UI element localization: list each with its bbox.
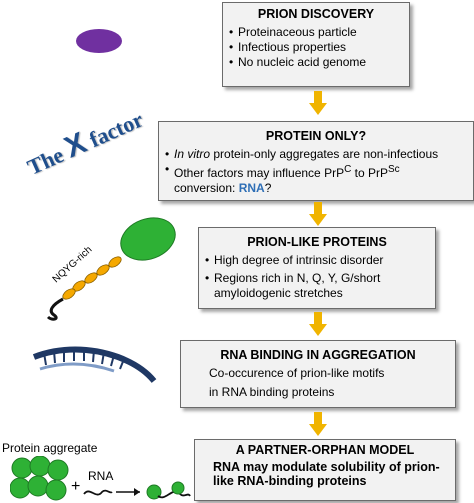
item2-end: ? xyxy=(264,181,272,195)
protein-aggregate-icon xyxy=(10,456,69,501)
prion-like-item: Regions rich in N, Q, Y, G/short amyloid… xyxy=(205,271,429,301)
prp-sc-sup: Sc xyxy=(388,164,400,175)
arrow-down-icon xyxy=(309,202,327,226)
partner-orphan-title: A PARTNER-ORPHAN MODEL xyxy=(235,443,415,457)
rna-binding-line: in RNA binding proteins xyxy=(209,385,335,399)
arrow-down-icon xyxy=(309,412,327,436)
in-vitro-text: In vitro xyxy=(174,147,211,161)
arrow-down-icon xyxy=(309,91,327,115)
item2-a: Other factors may influence PrP xyxy=(174,166,345,180)
protein-only-item: In vitro protein-only aggregates are non… xyxy=(165,147,467,162)
discovery-item: Infectious properties xyxy=(229,40,403,55)
x-factor-label: The X factor xyxy=(21,101,148,182)
prion-discovery-box: PRION DISCOVERY Proteinaceous particle I… xyxy=(222,2,410,87)
discovery-item: No nucleic acid genome xyxy=(229,55,403,70)
x-factor-post: factor xyxy=(80,106,147,155)
rna-binding-title: RNA BINDING IN AGGREGATION xyxy=(220,348,416,362)
item2-b: to PrP xyxy=(351,166,388,180)
item2-c: conversion: xyxy=(174,181,239,195)
prp-c-sup: C xyxy=(344,164,352,175)
plus-sign: + xyxy=(71,478,81,495)
partner-orphan-box: A PARTNER-ORPHAN MODEL RNA may modulate … xyxy=(194,439,456,501)
protein-only-item: Other factors may influence PrPC to PrPS… xyxy=(165,162,467,196)
rna-helix-icon xyxy=(32,346,157,383)
rna-binding-line: Co-occurence of prion-like motifs xyxy=(209,366,385,380)
prion-like-box: PRION-LIKE PROTEINS High degree of intri… xyxy=(198,227,436,309)
partner-orphan-text: RNA may modulate solubility of prion-lik… xyxy=(213,460,440,488)
rna-to-soluble-icon xyxy=(83,481,191,500)
item1-rest: protein-only aggregates are non-infectio… xyxy=(210,147,439,161)
rna-highlight: RNA xyxy=(238,181,265,195)
prion-particle-icon xyxy=(76,29,122,53)
arrow-down-icon xyxy=(309,312,327,336)
rna-binding-box: RNA BINDING IN AGGREGATION Co-occurence … xyxy=(180,340,456,408)
protein-only-title: PROTEIN ONLY? xyxy=(265,129,367,143)
prion-like-item: High degree of intrinsic disorder xyxy=(205,253,429,268)
protein-aggregate-label: Protein aggregate xyxy=(2,441,98,455)
rna-label: RNA xyxy=(88,469,114,483)
protein-only-box: PROTEIN ONLY? In vitro protein-only aggr… xyxy=(158,121,474,201)
prion-like-title: PRION-LIKE PROTEINS xyxy=(247,235,387,249)
discovery-item: Proteinaceous particle xyxy=(229,25,403,40)
prion-discovery-title: PRION DISCOVERY xyxy=(257,7,375,21)
prion-like-protein-icon: NQYG-rich xyxy=(46,217,176,321)
